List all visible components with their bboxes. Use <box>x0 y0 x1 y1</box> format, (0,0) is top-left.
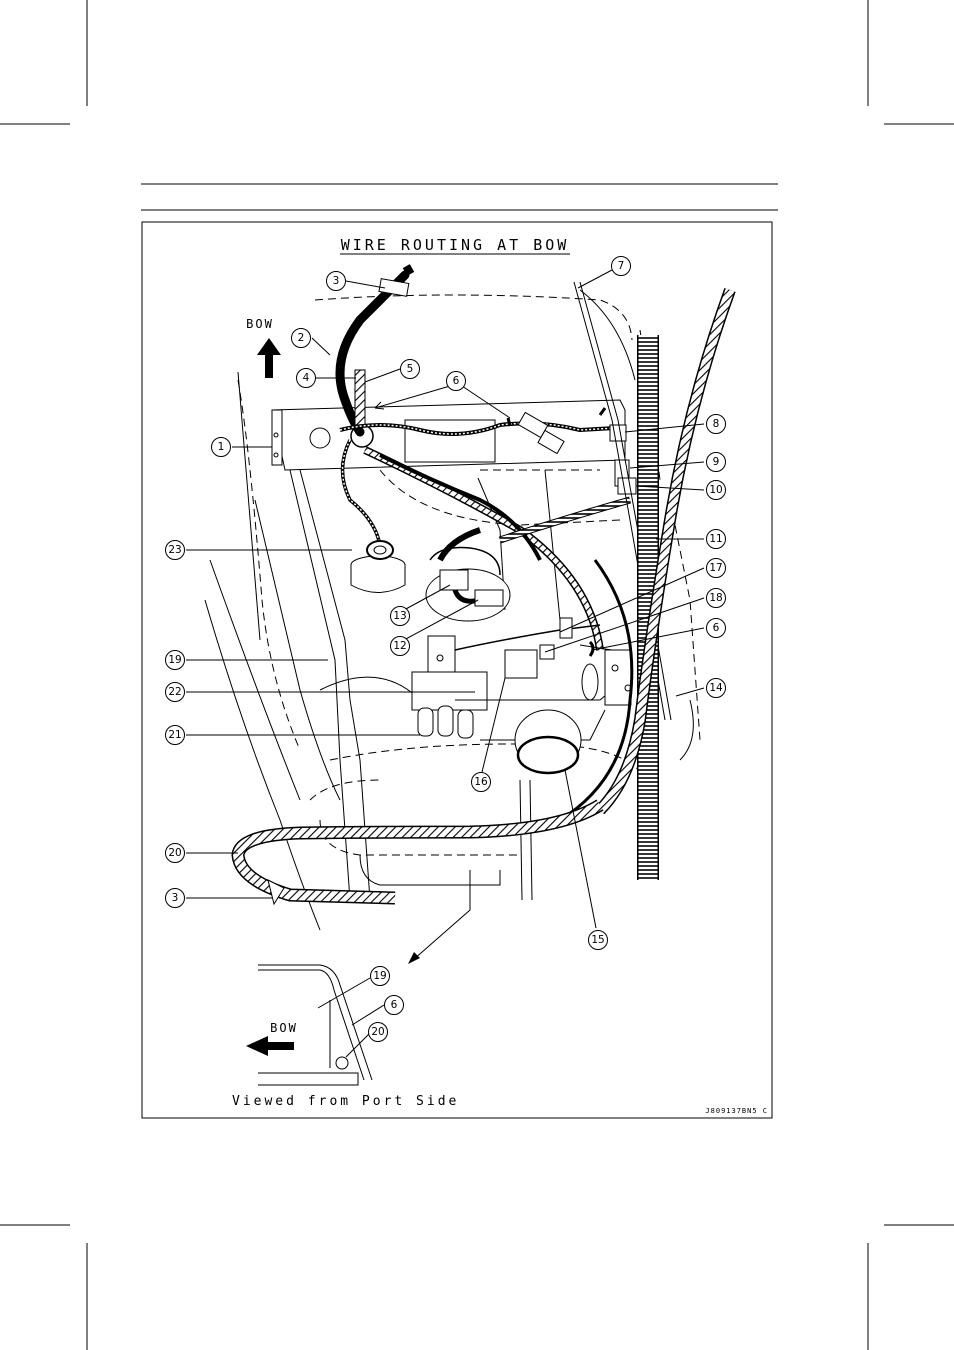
svg-text:11: 11 <box>709 533 722 545</box>
svg-text:6: 6 <box>713 622 720 634</box>
svg-text:21: 21 <box>168 729 181 741</box>
svg-text:3: 3 <box>172 892 179 904</box>
callout-13: 13 <box>391 607 410 626</box>
callout-11: 11 <box>707 530 726 549</box>
svg-text:19: 19 <box>373 970 386 982</box>
svg-text:16: 16 <box>474 776 488 788</box>
svg-text:22: 22 <box>168 686 181 698</box>
callout-7: 7 <box>612 257 631 276</box>
callout-6-top: 6 <box>447 372 466 391</box>
callout-22: 22 <box>166 683 185 702</box>
inset-caption: Viewed from Port Side <box>232 1094 459 1109</box>
svg-text:5: 5 <box>407 363 414 375</box>
callout-1: 1 <box>212 438 231 457</box>
svg-text:9: 9 <box>713 456 720 468</box>
svg-text:8: 8 <box>713 418 720 430</box>
bow-label-main: BOW <box>246 317 274 331</box>
callout-3-top: 3 <box>327 272 346 291</box>
svg-text:20: 20 <box>371 1026 384 1038</box>
callout-9: 9 <box>707 453 726 472</box>
callout-20: 20 <box>166 844 185 863</box>
callout-12: 12 <box>391 637 410 656</box>
callout-2: 2 <box>292 329 311 348</box>
callout-4: 4 <box>297 369 316 388</box>
svg-text:2: 2 <box>298 332 305 344</box>
figure-frame <box>142 222 772 1118</box>
callout-18: 18 <box>707 589 726 608</box>
svg-text:12: 12 <box>393 640 406 652</box>
callout-3-bottom: 3 <box>166 889 185 908</box>
svg-text:17: 17 <box>709 562 722 574</box>
callout-23: 23 <box>166 541 185 560</box>
svg-text:4: 4 <box>303 372 310 384</box>
bow-label-inset: BOW <box>270 1021 298 1035</box>
svg-text:20: 20 <box>168 847 181 859</box>
svg-text:19: 19 <box>168 654 181 666</box>
callout-17: 17 <box>707 559 726 578</box>
inset-port-side-view <box>246 965 372 1085</box>
svg-text:7: 7 <box>618 260 625 272</box>
callout-15: 15 <box>589 931 608 950</box>
drawing-code: J809137BN5 C <box>705 1107 768 1115</box>
svg-text:18: 18 <box>709 592 722 604</box>
callout-21: 21 <box>166 726 185 745</box>
callout-5: 5 <box>401 360 420 379</box>
svg-text:6: 6 <box>391 999 398 1011</box>
svg-text:3: 3 <box>333 275 340 287</box>
callout-19: 19 <box>166 651 185 670</box>
callout-19-inset: 19 <box>371 967 390 986</box>
callout-6-inset: 6 <box>385 996 404 1015</box>
svg-text:23: 23 <box>168 544 181 556</box>
callout-10: 10 <box>707 481 726 500</box>
svg-text:1: 1 <box>218 441 225 453</box>
callout-6-right: 6 <box>707 619 726 638</box>
svg-text:6: 6 <box>453 375 460 387</box>
svg-text:14: 14 <box>709 682 723 694</box>
callout-14: 14 <box>707 679 726 698</box>
svg-text:13: 13 <box>393 610 406 622</box>
callout-20-inset: 20 <box>369 1023 388 1042</box>
svg-text:15: 15 <box>591 934 604 946</box>
callout-8: 8 <box>707 415 726 434</box>
callout-16: 16 <box>472 773 491 792</box>
diagram-title: WIRE ROUTING AT BOW <box>341 236 570 254</box>
svg-text:10: 10 <box>709 484 722 496</box>
